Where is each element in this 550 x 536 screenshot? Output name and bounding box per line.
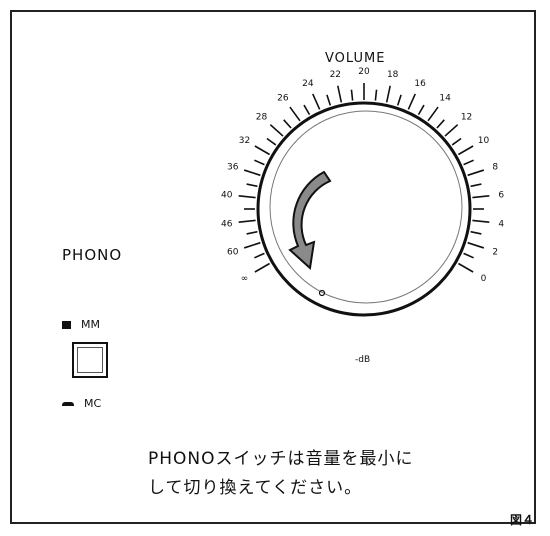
scale-tick [350, 89, 354, 101]
scale-tick [451, 137, 462, 146]
phono-switch-inner [77, 347, 103, 373]
db-unit-label: -dB [355, 355, 371, 365]
scale-label: 14 [439, 93, 451, 103]
switch-down-icon [62, 401, 74, 406]
note-line-1: PHONOスイッチは音量を最小に [148, 449, 414, 469]
scale-tick [436, 119, 445, 129]
scale-tick [243, 169, 261, 177]
scale-label: 20 [358, 67, 370, 77]
scale-tick [463, 159, 474, 166]
scale-label: 32 [239, 136, 250, 146]
scale-label: 24 [302, 79, 314, 89]
scale-tick [417, 104, 425, 116]
note-line-2: して切り換えてください。 [148, 478, 363, 498]
scale-tick [337, 85, 343, 103]
scale-label: 2 [492, 248, 498, 258]
scale-tick [396, 94, 402, 106]
volume-knob-inner-ring [269, 110, 463, 304]
mc-label: MC [84, 397, 102, 410]
scale-tick [238, 219, 256, 223]
scale-tick [266, 137, 277, 146]
scale-tick [254, 262, 271, 273]
scale-tick [246, 230, 258, 235]
scale-label: 8 [492, 162, 498, 172]
scale-tick [254, 159, 265, 166]
scale-label: ∞ [241, 274, 249, 284]
scale-tick [374, 89, 378, 101]
scale-label: 22 [330, 70, 341, 80]
scale-tick [326, 94, 332, 106]
scale-label: 26 [277, 93, 289, 103]
volume-title: VOLUME [325, 51, 386, 66]
scale-tick [243, 241, 261, 249]
scale-tick [303, 104, 311, 116]
scale-tick [463, 252, 474, 259]
scale-label: 4 [498, 219, 504, 229]
scale-label: 10 [478, 136, 490, 146]
scale-tick [457, 262, 474, 273]
scale-tick [254, 145, 271, 156]
mc-position: MC [62, 397, 101, 410]
knob-indicator-dot [318, 289, 326, 297]
scale-tick [246, 183, 258, 188]
scale-tick [427, 106, 439, 122]
scale-tick [467, 241, 485, 249]
scale-label: 28 [256, 113, 268, 123]
scale-label: 46 [221, 219, 233, 229]
instruction-note: PHONOスイッチは音量を最小に して切り換えてください。 [148, 445, 414, 503]
scale-label: 60 [227, 248, 239, 258]
scale-tick [457, 145, 474, 156]
scale-tick [269, 124, 284, 137]
scale-tick [289, 106, 301, 122]
scale-label: 18 [387, 70, 399, 80]
scale-label: 16 [414, 79, 426, 89]
scale-tick [467, 169, 485, 177]
scale-label: 0 [481, 274, 487, 284]
figure-label: 図４ [510, 513, 535, 527]
scale-tick [238, 195, 256, 199]
scale-label: 6 [498, 191, 504, 201]
scale-tick [472, 195, 490, 199]
scale-label: 40 [221, 191, 233, 201]
scale-tick [283, 119, 292, 129]
scale-tick [312, 93, 321, 110]
volume-scale-ticks [238, 83, 490, 273]
mm-label: MM [81, 318, 100, 331]
phono-title: PHONO [62, 246, 123, 264]
turn-direction-arrow-icon [288, 170, 332, 270]
scale-tick [254, 252, 265, 259]
scale-tick [470, 230, 482, 235]
scale-label: 36 [227, 162, 239, 172]
scale-tick [444, 124, 459, 137]
mm-position: MM [62, 318, 100, 331]
scale-tick [470, 183, 482, 188]
scale-tick [407, 93, 416, 110]
volume-knob-outer[interactable] [256, 101, 472, 317]
switch-up-icon [62, 320, 71, 329]
scale-label: 12 [461, 113, 472, 123]
scale-tick [472, 219, 490, 223]
phono-switch-button[interactable] [72, 342, 108, 378]
scale-tick [385, 85, 391, 103]
